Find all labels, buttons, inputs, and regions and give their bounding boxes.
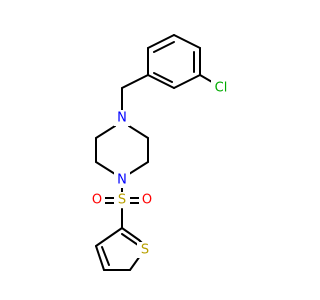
bond-thiophene-1 <box>121 227 140 241</box>
bond-piperazine-4 <box>95 161 116 175</box>
molecule-diagram: Cl N N S O O S <box>89 34 231 271</box>
bond-benzene-5 <box>147 74 175 89</box>
thiophene-sulfur-label: S <box>141 243 149 258</box>
benzene-ring <box>147 34 201 89</box>
n-bottom-label-bg <box>114 172 130 188</box>
bond-thiophene-6 <box>95 227 123 247</box>
s-thiophene-label-bg <box>137 242 153 258</box>
bond-piperazine-6 <box>95 125 116 139</box>
bond-benzene-2 <box>173 34 201 49</box>
chlorine-label: Cl <box>215 81 228 96</box>
bond-thiophene-5 <box>95 245 105 271</box>
bond-ring-ch2 <box>121 74 149 89</box>
bond-benzene-double-1 <box>153 41 175 53</box>
sulfonyl-group <box>103 197 141 204</box>
thiophene-ring <box>95 227 144 271</box>
o-right-label-bg <box>139 192 155 208</box>
bond-piperazine-1 <box>128 125 149 139</box>
oxygen-left-label: O <box>92 193 102 208</box>
bond-thiophene-3 <box>129 255 141 271</box>
piperazine-ring <box>95 125 149 175</box>
bond-benzene-4 <box>173 74 201 89</box>
sulfonyl-sulfur-label: S <box>118 193 126 208</box>
nitrogen-bottom-label: N <box>117 173 127 188</box>
bond-thiophene-double-2 <box>101 246 110 266</box>
cl-label-bg <box>211 80 231 96</box>
s-sulfonyl-label-bg <box>114 192 130 208</box>
bond-piperazine-3 <box>128 161 149 175</box>
bond-benzene-double-3 <box>153 72 173 83</box>
bond-thiophene-double-1 <box>121 233 139 246</box>
nitrogen-top-label: N <box>117 111 127 126</box>
oxygen-right-label: O <box>142 193 152 208</box>
o-left-label-bg <box>89 192 105 208</box>
n-top-label-bg <box>114 110 130 126</box>
bond-benzene-1 <box>147 34 175 49</box>
molecule-structure: Cl N N S O O S <box>89 34 231 271</box>
bond-ring-chlorine <box>199 74 213 83</box>
